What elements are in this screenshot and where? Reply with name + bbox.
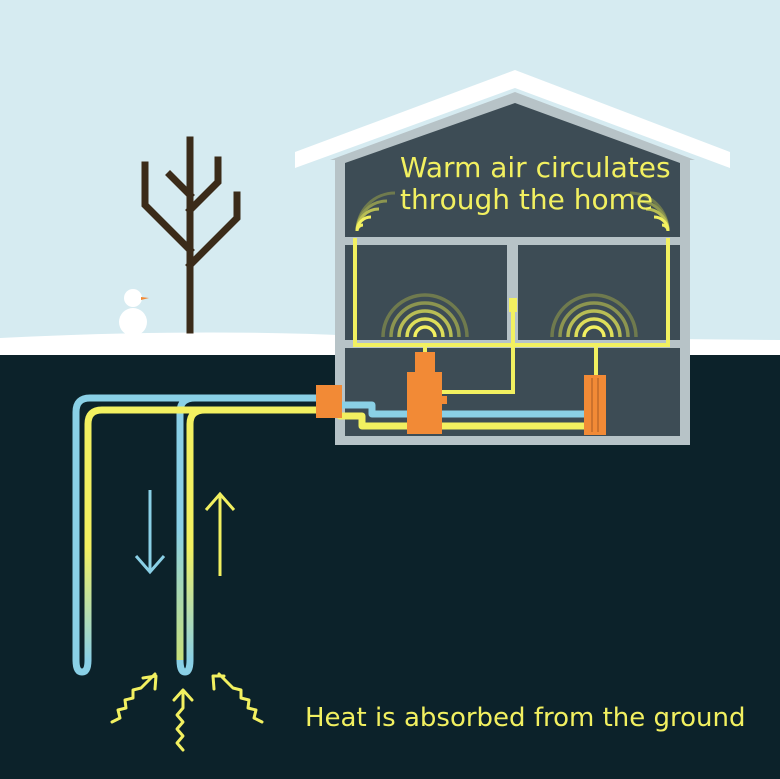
heat-wave-icon bbox=[355, 191, 396, 232]
down-arrow-icon bbox=[134, 490, 166, 575]
squiggle-arrow-icon bbox=[172, 688, 194, 752]
warm-air-label-line1: Warm air circulates bbox=[400, 151, 671, 184]
water-heater-unit bbox=[584, 375, 606, 435]
loop-bottom bbox=[72, 659, 92, 676]
tree-icon bbox=[141, 136, 241, 334]
heat-wave-icon bbox=[550, 293, 638, 338]
house bbox=[335, 96, 690, 445]
heat-absorbed-label: Heat is absorbed from the ground bbox=[305, 703, 746, 733]
up-arrow-icon bbox=[204, 491, 236, 576]
snowman-icon bbox=[119, 289, 149, 336]
ground-connector bbox=[316, 385, 342, 418]
ground-loop-yellow bbox=[84, 406, 594, 664]
squiggle-arrow-icon bbox=[110, 672, 158, 724]
heat-pump-unit bbox=[407, 352, 447, 434]
warm-air-label-line2: through the home bbox=[400, 183, 654, 216]
heat-wave-icon bbox=[381, 293, 469, 338]
warm-air-label: Warm air circulates through the home bbox=[400, 152, 671, 216]
heat-wave-icon bbox=[629, 191, 670, 232]
squiggle-arrow-icon bbox=[211, 672, 264, 724]
loop-bottom bbox=[176, 659, 194, 676]
air-ducts bbox=[353, 238, 670, 394]
vent bbox=[509, 298, 517, 312]
